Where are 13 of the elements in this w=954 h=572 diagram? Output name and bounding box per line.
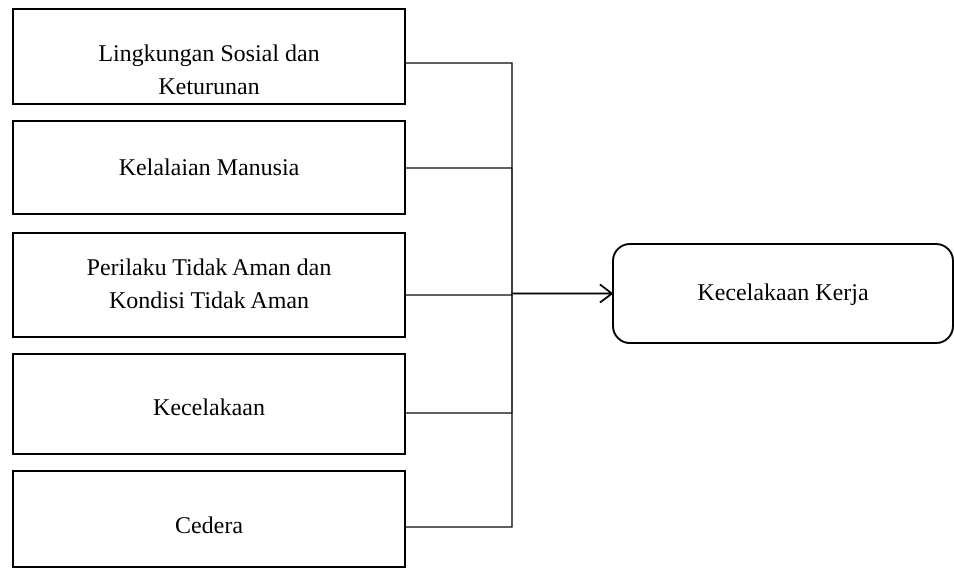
result-box [612, 243, 954, 344]
factor-box [12, 353, 406, 455]
factor-box [12, 232, 406, 338]
node-text: Perilaku Tidak Aman dan Kondisi Tidak Aman [86, 254, 332, 316]
connector-arrow [406, 284, 613, 528]
factor-box [12, 470, 406, 568]
node-text: Kecelakaan Kerja [697, 279, 869, 308]
node-text: Lingkungan Sosial dan Keturunan [97, 40, 321, 102]
node-text: Cedera [175, 512, 243, 541]
node-text: Kecelakaan [153, 394, 265, 423]
node-text: Kelalaian Manusia [118, 154, 300, 183]
factor-box [12, 120, 406, 215]
factor-box [12, 8, 406, 105]
